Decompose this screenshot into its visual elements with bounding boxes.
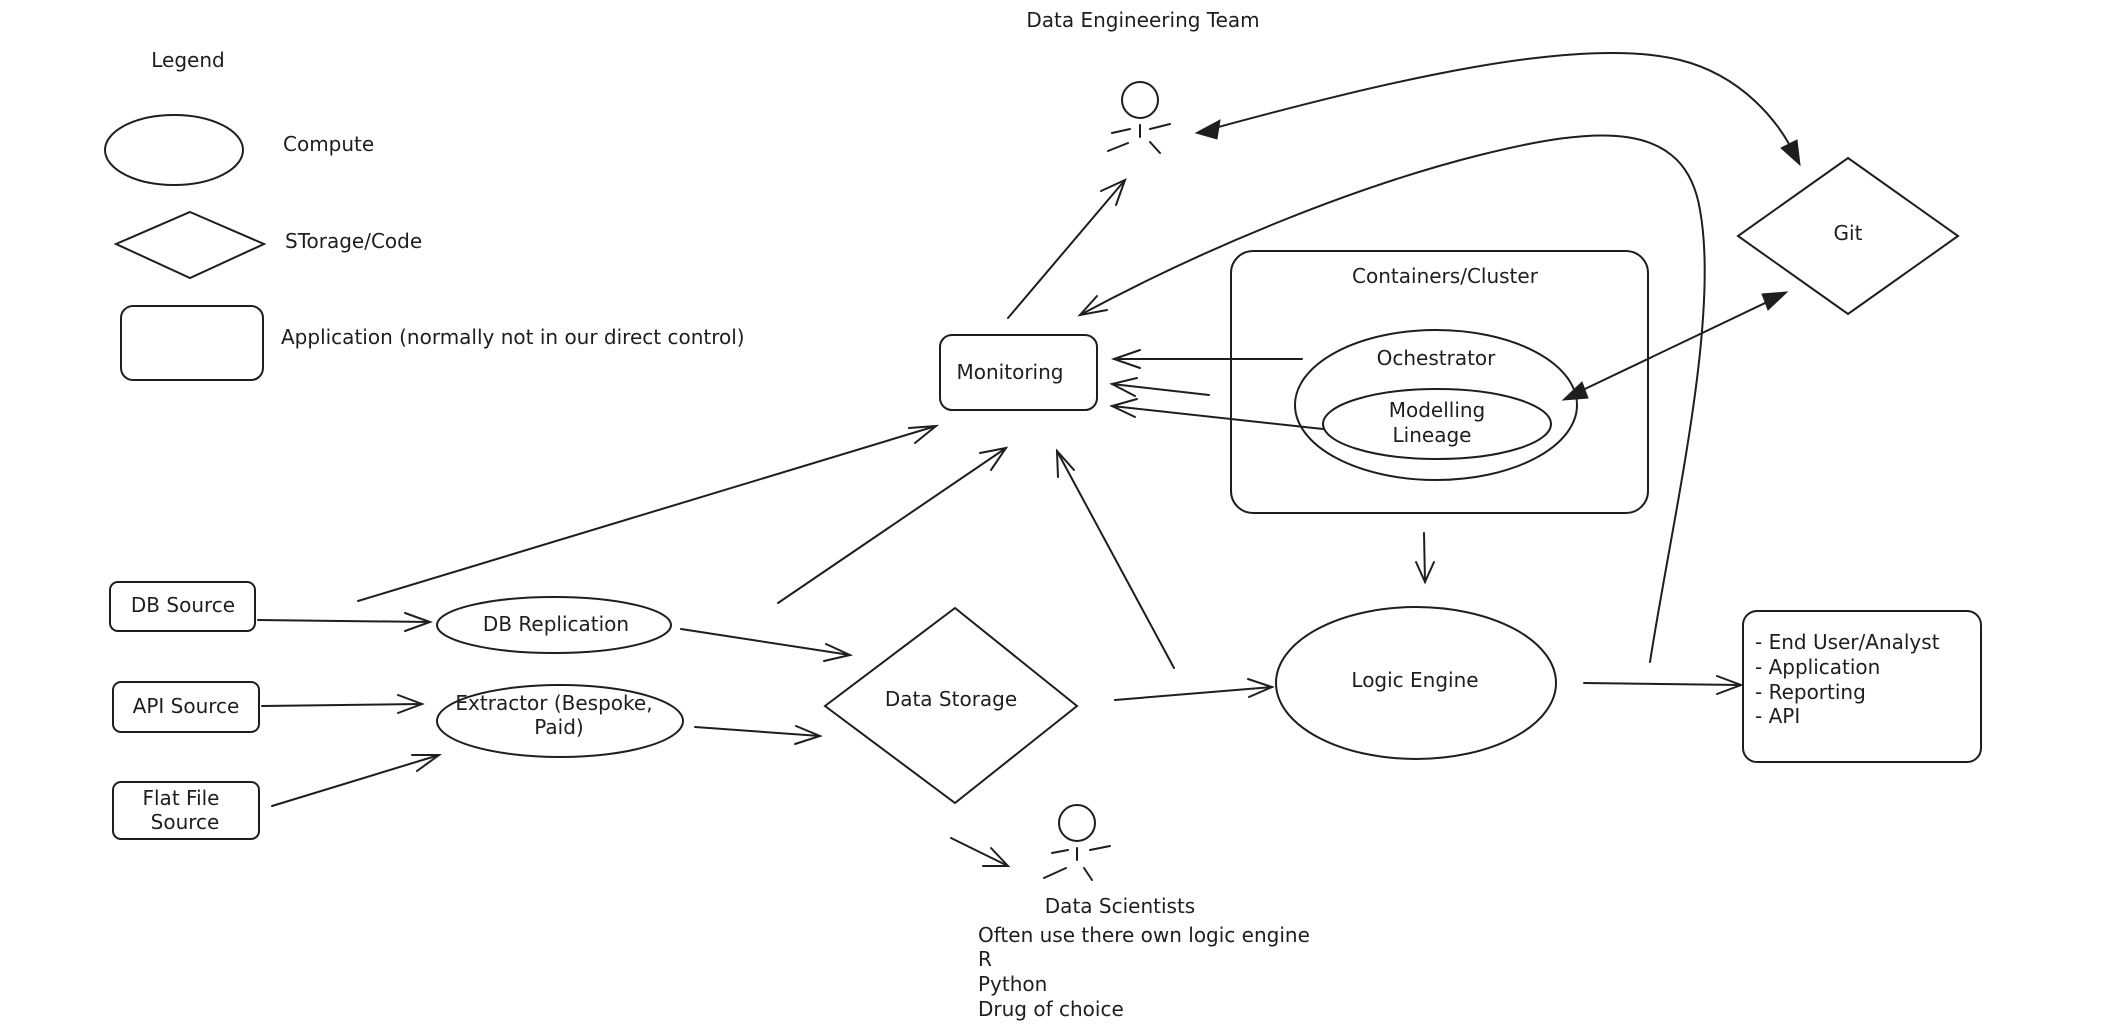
legend-compute-label: Compute — [283, 132, 374, 156]
arrow-db-replication-to-data-storage — [680, 628, 854, 662]
data-scientists-actor: Data Scientists Often use there own logi… — [978, 804, 1310, 1021]
modelling-lineage-ellipse — [1322, 388, 1552, 460]
person-icon — [1107, 81, 1171, 154]
logic-engine-ellipse — [1275, 606, 1557, 760]
arrow-data-storage-to-monitoring — [1055, 448, 1175, 669]
flat-file-source-box — [112, 781, 260, 840]
db-replication-label: DB Replication — [483, 612, 629, 636]
monitoring-label: Monitoring — [957, 360, 1064, 384]
data-scientists-note-line: Often use there own logic engine — [978, 923, 1310, 947]
arrow-replication-to-monitoring — [777, 446, 1009, 604]
extractor-compute: Extractor (Bespoke, Paid) — [436, 684, 684, 758]
git-diamond — [1736, 156, 1960, 316]
legend-storage-shape — [113, 210, 267, 280]
modelling-label-line1: Modelling — [1389, 398, 1486, 422]
sources: DB Source API Source Flat File Source — [109, 581, 260, 840]
db-replication-ellipse — [436, 596, 672, 654]
data-scientists-note-line: R — [978, 947, 992, 971]
consumer-item: - Reporting — [1755, 680, 1866, 704]
consumers-application: - End User/Analyst - Application - Repor… — [1742, 610, 1982, 763]
consumers-box — [1742, 610, 1982, 763]
data-engineering-team-label: Data Engineering Team — [1026, 8, 1259, 32]
db-replication-compute: DB Replication — [436, 596, 672, 654]
arrow-extractor-to-data-storage — [694, 725, 823, 745]
arrow-data-storage-to-data-scientists — [950, 837, 1011, 867]
containers-cluster-label: Containers/Cluster — [1352, 264, 1539, 288]
git-label: Git — [1834, 221, 1863, 245]
arrow-orchestrator-to-monitoring — [1110, 349, 1303, 369]
arrow-db-source-to-monitoring — [357, 424, 940, 602]
git-storage: Git — [1736, 156, 1960, 316]
data-scientists-note-line: Python — [978, 972, 1047, 996]
legend-title: Legend — [151, 48, 224, 72]
logic-engine-label: Logic Engine — [1351, 668, 1478, 692]
legend-storage-label: STorage/Code — [285, 229, 422, 253]
api-source-box — [112, 681, 260, 733]
flat-file-source-label-line2: Source — [151, 810, 220, 834]
logic-engine-compute: Logic Engine — [1275, 606, 1557, 760]
flat-file-source-label-line1: Flat File — [143, 786, 220, 810]
arrow-containers-to-logic-engine — [1415, 532, 1435, 585]
data-engineering-team-actor: Data Engineering Team — [1026, 8, 1260, 154]
arrow-api-source-to-extractor — [261, 694, 425, 714]
arrow-flat-file-to-extractor — [271, 754, 443, 807]
extractor-label-line2: Paid) — [534, 715, 583, 739]
data-storage-diamond — [823, 606, 1079, 805]
legend-compute-shape — [104, 114, 244, 186]
monitoring-application: Monitoring — [939, 334, 1098, 411]
data-storage: Data Storage — [823, 606, 1079, 805]
containers-cluster: Containers/Cluster Ochestrator Modelling… — [1230, 250, 1649, 514]
data-scientists-label: Data Scientists — [1045, 894, 1195, 918]
consumer-item: - API — [1755, 704, 1800, 728]
arrow-logic-engine-to-consumers — [1583, 675, 1744, 695]
arrow-monitoring-to-engineering-team — [1007, 178, 1127, 319]
api-source-label: API Source — [133, 694, 240, 718]
consumer-item: - Application — [1755, 655, 1880, 679]
legend-application-label: Application (normally not in our direct … — [281, 325, 745, 349]
monitoring-box — [939, 334, 1098, 411]
arrow-db-source-to-db-replication — [257, 612, 433, 632]
orchestrator-label: Ochestrator — [1377, 346, 1497, 370]
data-storage-label: Data Storage — [885, 687, 1017, 711]
data-scientists-note-line: Drug of choice — [978, 997, 1124, 1021]
legend: Legend Compute STorage/Code Application … — [104, 48, 745, 381]
db-source-box — [109, 581, 256, 632]
extractor-label-line1: Extractor (Bespoke, — [455, 691, 652, 715]
extractor-ellipse — [436, 684, 684, 758]
db-source-label: DB Source — [131, 593, 235, 617]
arrow-containers-to-monitoring — [1109, 377, 1210, 397]
arrow-modelling-git — [1561, 291, 1789, 401]
arrow-engineering-team-git — [1194, 51, 1801, 167]
arrow-logic-engine-to-monitoring-curve — [1077, 134, 1706, 663]
modelling-label-line2: Lineage — [1393, 423, 1472, 447]
connectors — [257, 51, 1801, 867]
person-icon — [1043, 804, 1111, 881]
consumer-item: - End User/Analyst — [1755, 630, 1940, 654]
legend-application-shape — [120, 305, 264, 381]
arrow-modelling-to-monitoring — [1109, 398, 1324, 430]
arrow-data-storage-to-logic-engine — [1114, 678, 1275, 701]
